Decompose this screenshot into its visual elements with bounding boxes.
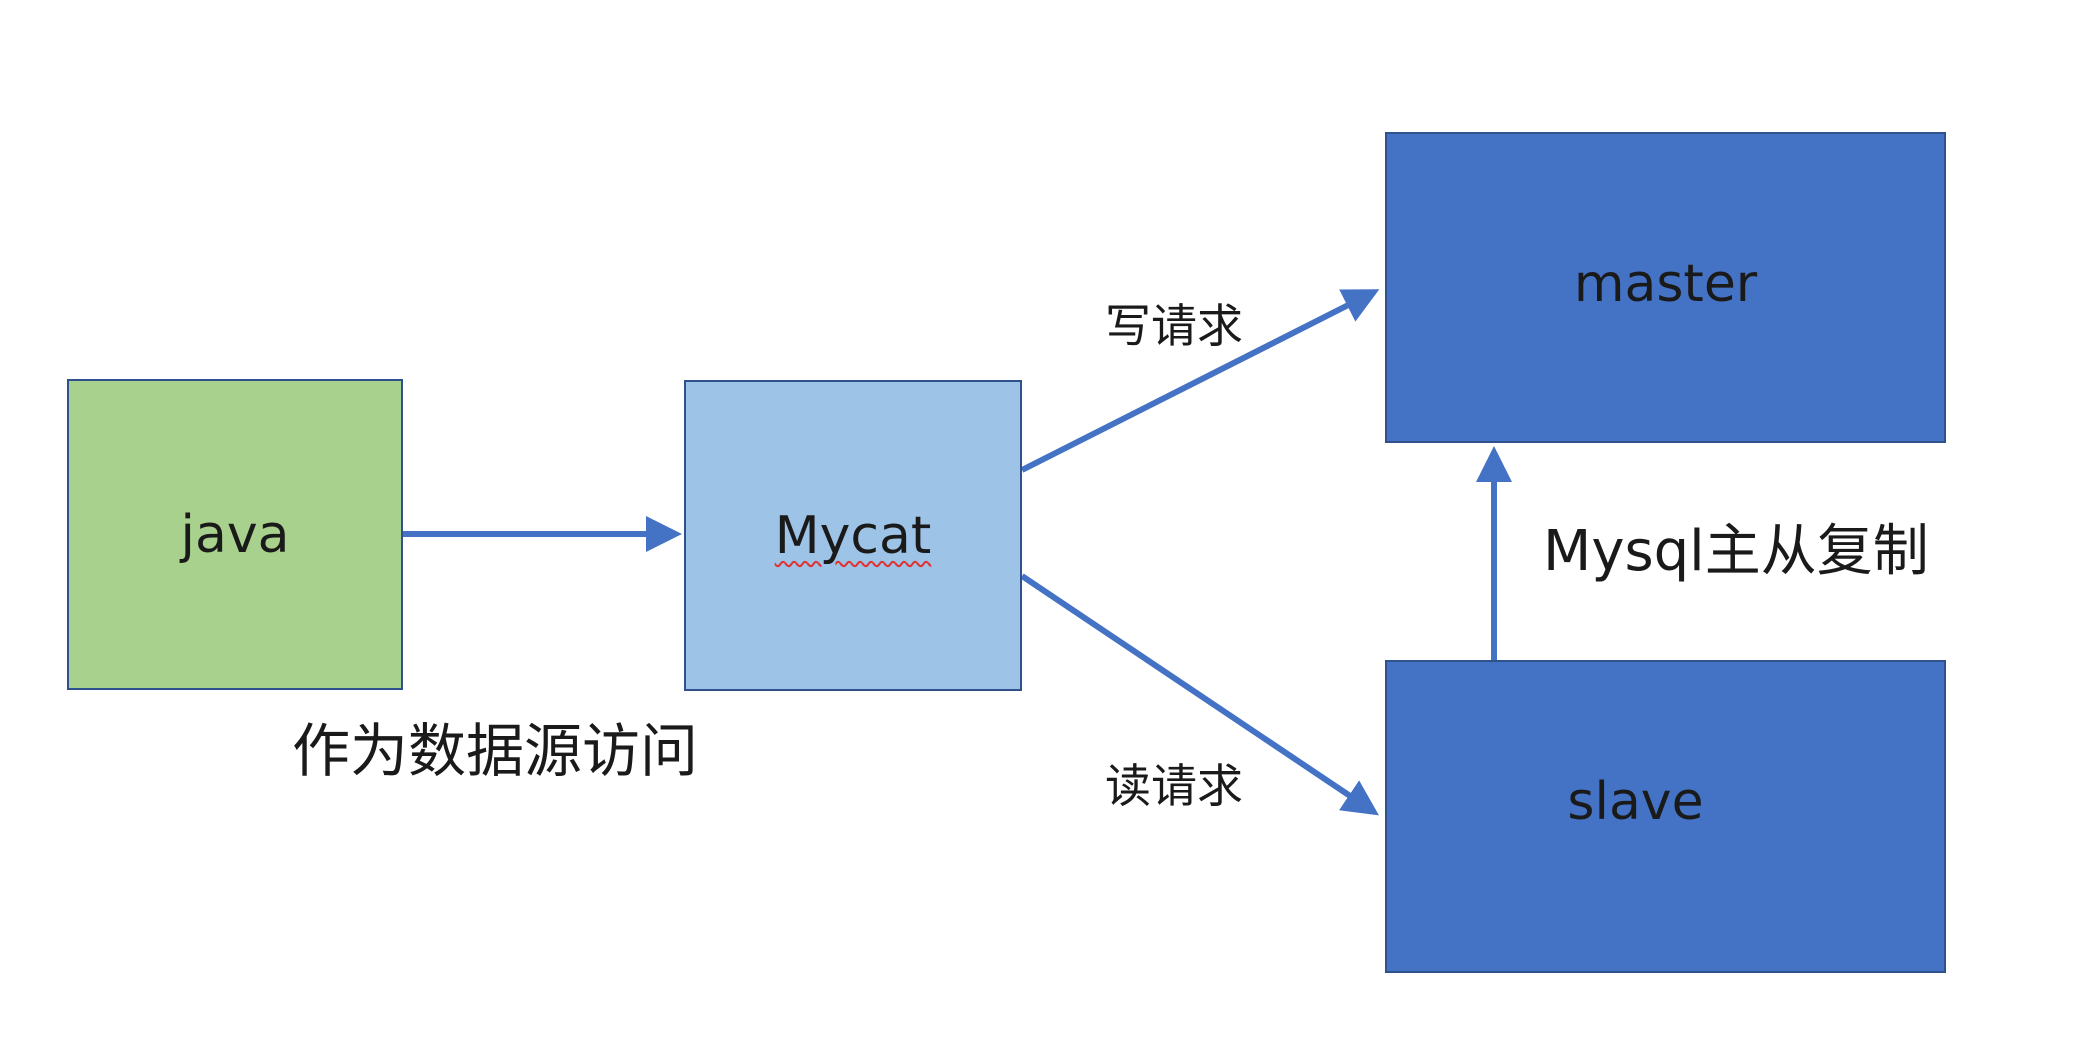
java-node: java <box>67 379 403 690</box>
arrow-mycat-to-slave <box>1020 573 1379 816</box>
read-request-label: 读请求 <box>1105 759 1243 813</box>
write-request-label: 写请求 <box>1105 299 1243 353</box>
slave-node-label: slave <box>1567 772 1704 832</box>
master-node: master <box>1385 132 1946 443</box>
mycat-node: Mycat <box>684 380 1022 691</box>
slave-node: slave <box>1385 660 1946 973</box>
mycat-node-label: Mycat <box>774 505 932 566</box>
replication-label: Mysql主从复制 <box>1543 519 1929 584</box>
arrow-mycat-to-master <box>1020 289 1380 473</box>
master-node-label: master <box>1573 254 1758 314</box>
java-node-label: java <box>180 504 290 565</box>
datasource-access-label: 作为数据源访问 <box>292 717 699 785</box>
